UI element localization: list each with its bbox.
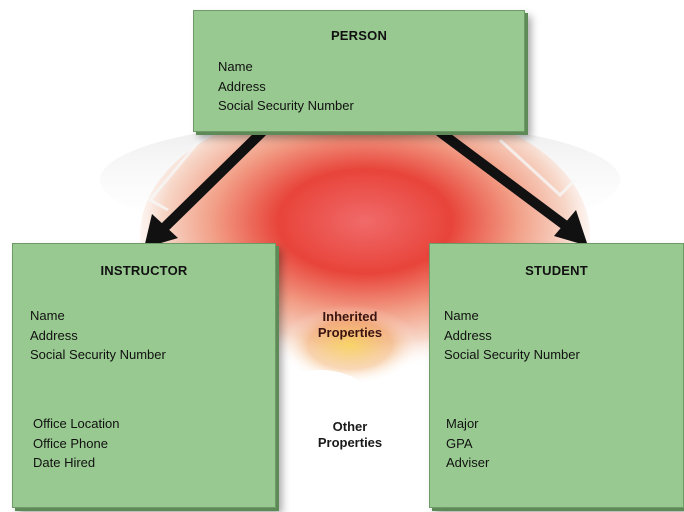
instructor-inherited-list: Name Address Social Security Number	[30, 306, 166, 365]
person-property: Address	[218, 77, 354, 97]
student-class-box: STUDENT Name Address Social Security Num…	[429, 243, 684, 508]
instructor-own-property: Office Location	[33, 414, 119, 434]
instructor-inherited-property: Name	[30, 306, 166, 326]
student-own-property: GPA	[446, 434, 489, 454]
person-property-list: Name Address Social Security Number	[218, 57, 354, 116]
inherited-label-line: Inherited	[290, 309, 410, 325]
student-inherited-property: Name	[444, 306, 580, 326]
person-class-box: PERSON Name Address Social Security Numb…	[193, 10, 525, 132]
instructor-inherited-property: Address	[30, 326, 166, 346]
student-title: STUDENT	[430, 263, 683, 278]
person-property: Name	[218, 57, 354, 77]
inherited-label-line: Properties	[290, 325, 410, 341]
student-inherited-property: Social Security Number	[444, 345, 580, 365]
student-own-list: Major GPA Adviser	[446, 414, 489, 473]
inherited-properties-label: Inherited Properties	[290, 309, 410, 341]
instructor-inherited-property: Social Security Number	[30, 345, 166, 365]
instructor-own-property: Date Hired	[33, 453, 119, 473]
student-inherited-list: Name Address Social Security Number	[444, 306, 580, 365]
instructor-own-property: Office Phone	[33, 434, 119, 454]
other-properties-label: Other Properties	[290, 419, 410, 451]
instructor-class-box: INSTRUCTOR Name Address Social Security …	[12, 243, 276, 508]
person-property: Social Security Number	[218, 96, 354, 116]
instructor-own-list: Office Location Office Phone Date Hired	[33, 414, 119, 473]
person-title: PERSON	[194, 28, 524, 43]
student-own-property: Major	[446, 414, 489, 434]
instructor-title: INSTRUCTOR	[13, 263, 275, 278]
other-label-line: Properties	[290, 435, 410, 451]
other-label-line: Other	[290, 419, 410, 435]
student-own-property: Adviser	[446, 453, 489, 473]
student-inherited-property: Address	[444, 326, 580, 346]
